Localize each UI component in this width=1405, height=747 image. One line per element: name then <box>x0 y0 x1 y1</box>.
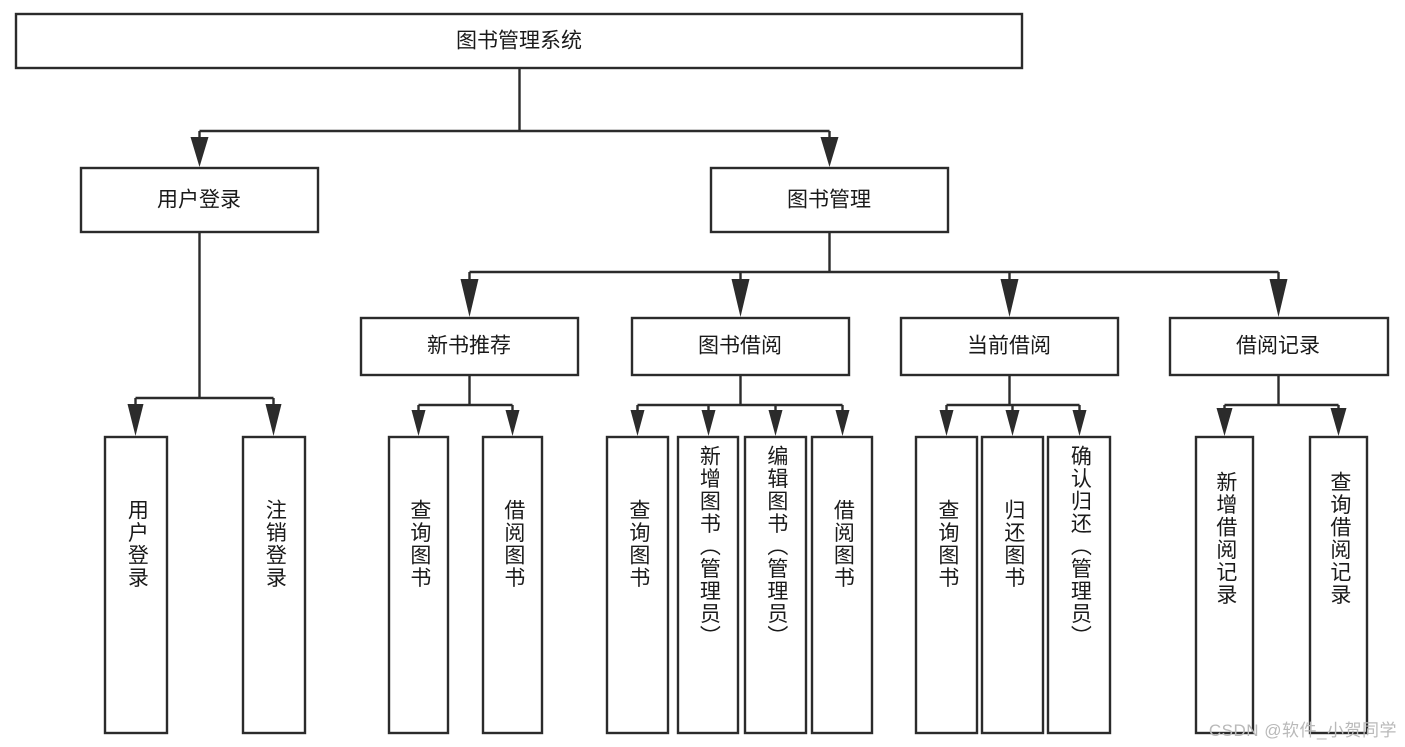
arrow-to-leaf-return-book <box>1005 410 1020 436</box>
arrow-to-leaf-edit-book <box>768 410 783 436</box>
label-layer: 图书管理系统 用户登录 图书管理 新书推荐 图书借阅 当前借阅 借阅记录 <box>157 30 1320 358</box>
label-book-management: 图书管理 <box>787 189 871 212</box>
node-box-new-book-recommend[interactable] <box>359 316 580 377</box>
node-box-borrow-record[interactable] <box>1168 316 1390 377</box>
arrow-to-leaf-query-record <box>1330 408 1347 436</box>
label-borrow-record: 借阅记录 <box>1236 335 1320 358</box>
node-box-user-login[interactable] <box>79 166 320 234</box>
arrow-to-user-login <box>190 137 209 167</box>
leaf-box-edit-book-admin[interactable] <box>743 435 808 735</box>
node-box-root[interactable] <box>14 12 1024 70</box>
arrow-to-leaf-borrow-book-1 <box>505 410 520 436</box>
arrow-to-leaf-add-record <box>1216 408 1233 436</box>
label-root: 图书管理系统 <box>456 30 582 53</box>
csdn-watermark: CSDN @软件_小贺同学 <box>1208 721 1397 740</box>
leaf-box-query-borrow-record[interactable] <box>1308 435 1369 735</box>
leaf-box-query-book-newbook[interactable] <box>387 435 450 735</box>
arrow-to-book-mgmt <box>820 137 839 167</box>
label-new-book-recommend: 新书推荐 <box>427 335 511 358</box>
connector-layer <box>127 68 1347 436</box>
label-current-borrow: 当前借阅 <box>967 335 1051 358</box>
label-user-login: 用户登录 <box>157 189 241 212</box>
arrow-to-new-book-recommend <box>460 279 479 317</box>
leaf-box-return-book[interactable] <box>980 435 1045 735</box>
leaf-box-query-book-current[interactable] <box>914 435 979 735</box>
arrow-to-leaf-query-book-3 <box>939 410 954 436</box>
node-box-book-borrow[interactable] <box>630 316 851 377</box>
node-box-current-borrow[interactable] <box>899 316 1120 377</box>
arrow-to-leaf-borrow-book-2 <box>835 410 850 436</box>
arrow-to-leaf-query-book-2 <box>630 410 645 436</box>
leaf-box-confirm-return-admin[interactable] <box>1046 435 1112 735</box>
node-layer <box>14 12 1390 735</box>
leaf-box-borrow-book-newbook[interactable] <box>481 435 544 735</box>
arrow-to-leaf-user-login <box>127 404 144 436</box>
arrow-to-book-borrow <box>731 279 750 317</box>
leaf-box-borrow-book[interactable] <box>810 435 874 735</box>
leaf-box-user-login[interactable] <box>103 435 169 735</box>
arrow-to-leaf-add-book <box>701 410 716 436</box>
leaf-box-query-book-borrow[interactable] <box>605 435 670 735</box>
leaf-box-logout[interactable] <box>241 435 307 735</box>
arrow-to-leaf-confirm-return <box>1072 410 1087 436</box>
leaf-box-add-borrow-record[interactable] <box>1194 435 1255 735</box>
arrow-to-leaf-logout <box>265 404 282 436</box>
label-book-borrow: 图书借阅 <box>698 335 782 358</box>
arrow-to-leaf-query-book-1 <box>411 410 426 436</box>
node-box-book-management[interactable] <box>709 166 950 234</box>
leaf-box-add-book-admin[interactable] <box>676 435 740 735</box>
arrow-to-borrow-record <box>1269 279 1288 317</box>
arrow-to-current-borrow <box>1000 279 1019 317</box>
